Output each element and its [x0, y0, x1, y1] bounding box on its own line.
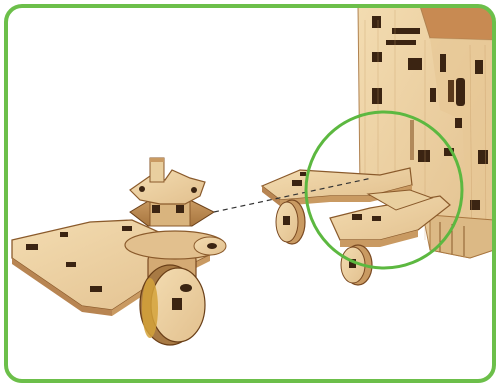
caster-wheel-assembly	[12, 158, 226, 345]
